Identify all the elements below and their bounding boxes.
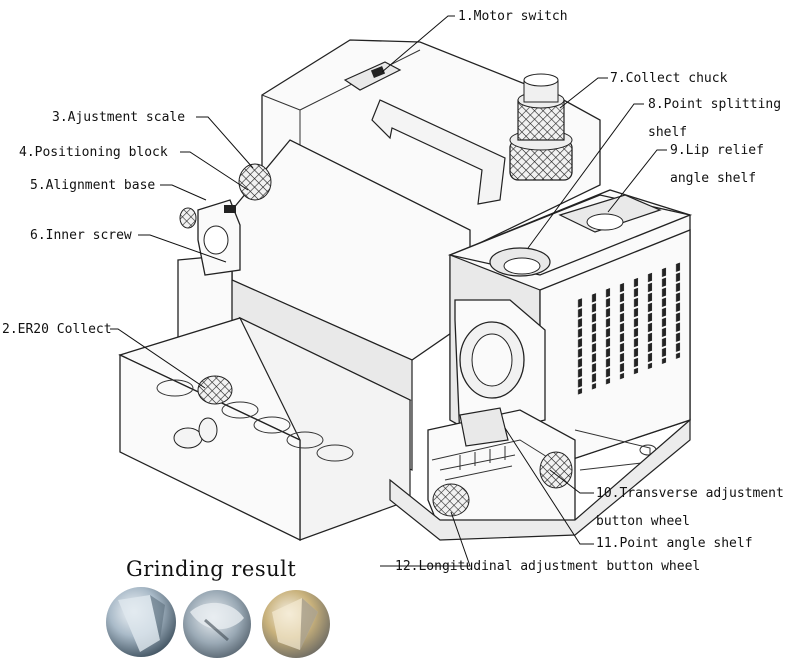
label-transverse: 10.Transverse adjustment (596, 486, 784, 501)
label-point-angle-shelf: 11.Point angle shelf (596, 536, 753, 551)
label-alignment-base: 5.Alignment base (30, 178, 155, 193)
collet-chuck (509, 73, 573, 181)
grinding-result-title: Grinding result (126, 557, 296, 581)
label-longitudinal: 12.Longitudinal adjustment button wheel (395, 559, 700, 574)
drill-tip-image-2 (183, 590, 251, 658)
transverse-knob (539, 451, 573, 489)
leader-lines (110, 15, 667, 567)
grinder-machine (118, 39, 693, 542)
label-lip-relief-2: angle shelf (670, 171, 756, 186)
label-positioning-block: 4.Positioning block (19, 145, 168, 160)
label-collect-chuck: 7.Collect chuck (610, 71, 728, 86)
label-point-splitting-2: shelf (648, 125, 687, 140)
longitudinal-knob (432, 483, 470, 517)
label-inner-screw: 6.Inner screw (30, 228, 132, 243)
label-point-splitting: 8.Point splitting (648, 97, 781, 112)
label-lip-relief: 9.Lip relief (670, 143, 764, 158)
grinding-result-images (106, 587, 330, 658)
drawer (118, 316, 412, 542)
label-transverse-2: button wheel (596, 514, 690, 529)
label-adjustment-scale: 3.Ajustment scale (52, 110, 185, 125)
label-er20-collect: 2.ER20 Collect (2, 322, 112, 337)
adjustment-scale-knob (238, 163, 272, 201)
point-angle-shelf-assembly (427, 299, 657, 531)
drill-tip-image-3 (262, 590, 330, 658)
part-labels: 1.Motor switch 2.ER20 Collect 3.Ajustmen… (2, 9, 784, 574)
drill-tip-image-1 (106, 587, 176, 657)
label-motor-switch: 1.Motor switch (458, 9, 568, 24)
